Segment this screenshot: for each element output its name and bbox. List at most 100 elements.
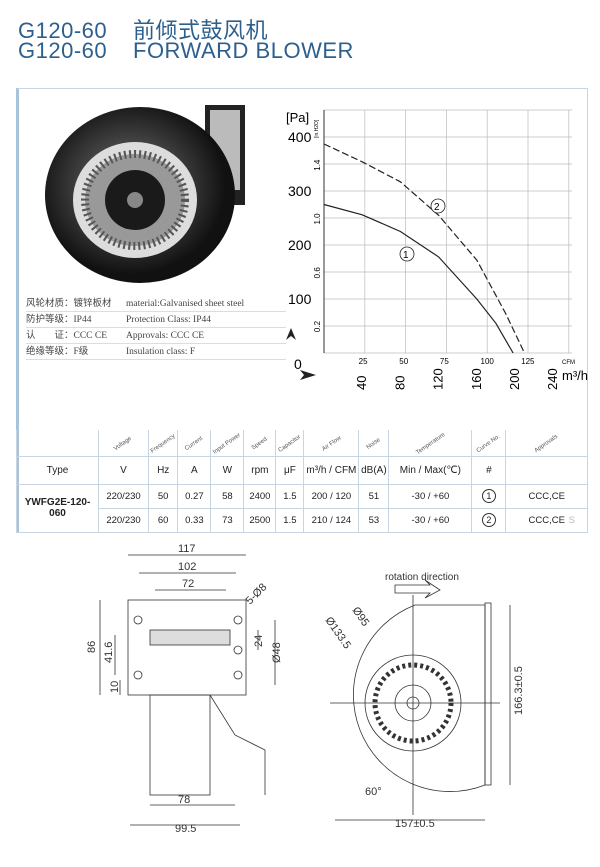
dim-86: 86 [86,641,98,653]
table-cell: 220/230 [98,483,149,509]
arrow-up-icon [286,328,296,340]
table-cell: 53 [358,507,390,533]
y2-tick-label: 0.6 [313,267,322,279]
col-header: Air Flow [320,435,342,453]
x-tick-label: 160 [469,368,484,390]
dim-157: 157±0.5 [395,818,435,830]
curve-label-circle [430,198,446,214]
blank-cell [16,430,99,456]
unit-cell: # [471,455,507,485]
unit-cell: Min / Max(℃) [388,455,473,485]
y2-tick-label: 1.4 [313,159,322,171]
col-header: Speed [251,436,269,452]
y2-tick-label: 0.2 [313,320,322,332]
arrow-right-icon [300,370,316,380]
spec-list: 风轮材质：镀锌板材 material:Galvanised sheet steel… [26,296,286,360]
curve-1 [323,203,514,354]
x-tick-label: 80 [392,376,407,390]
x-tick-label: 200 [507,368,522,390]
dim-72: 72 [182,578,194,590]
y-tick-label: 100 [288,291,312,307]
col-header: Frequency [149,433,177,455]
col-header: Curve No. [476,434,502,455]
col-header: Approvals [534,434,560,455]
dim-24: 24 [253,635,265,647]
blower-photo [45,105,245,283]
col-header: Current [184,436,205,453]
curve-label: 2 [434,202,440,213]
unit-cell: V [98,455,149,485]
spec-en: material:Galvanised sheet steel [126,299,245,309]
unit-cell [505,455,588,485]
unit-cell: rpm [243,455,277,485]
x-axis-label: m³/h [562,368,588,383]
dim-117: 117 [178,543,196,555]
table-cell: 0.27 [177,483,212,509]
unit-cell: dB(A) [358,455,390,485]
spec-en: Protection Class: IP44 [126,315,211,325]
dim-102: 102 [178,561,196,573]
spec-en: Approvals: CCC CE [126,331,205,341]
col-header: Capacitor [277,434,303,455]
curve-label: 1 [403,250,409,261]
x-tick-label: 120 [431,368,446,390]
unit-cell: μF [275,455,305,485]
table-cell: -30 / +60 [388,507,473,533]
dim-41-6: 41.6 [103,642,115,663]
y2-tick-label: 1.0 [313,213,322,225]
model-number: G120-60 [18,18,108,43]
rotation-label: rotation direction [385,572,459,583]
dim-60: 60° [365,786,382,798]
table-cell: 200 / 120 [303,483,360,509]
spec-row: 风轮材质：镀锌板材 material:Galvanised sheet steel [26,296,286,312]
col-header: Noise [365,437,382,452]
curve-2 [323,143,526,354]
curve-label-circle [399,246,415,262]
spec-en: Insulation class: F [126,347,196,357]
col-header: Voltage [113,436,134,453]
dim-78: 78 [178,794,190,806]
y-tick-label: 400 [288,129,312,145]
dim-166-3: 166.3±0.5 [513,666,525,715]
dim-95: Ø95 [350,605,372,629]
table-cell: 2 [471,507,507,533]
cfm-tick-label: 25 [359,357,368,366]
product-panel [16,88,588,533]
dim-133-5: Ø133.5 [323,615,354,651]
cfm-tick-label: 100 [481,357,495,366]
side-view-drawing [99,554,276,826]
curve-number: 2 [481,513,496,527]
y-axis-label: [Pa] [286,110,309,125]
table-cell: 2400 [243,483,277,509]
cfm-tick-label: 50 [399,357,408,366]
x-tick-label: 240 [545,368,560,390]
dimension-drawings: 117 102 72 5-Ø8 86 41.6 10 24 Ø48 78 99.… [86,543,525,835]
unit-cell: m³/h / CFM [303,455,360,485]
table-cell: 73 [210,507,245,533]
model-number: G120-60 [18,38,108,63]
table-cell: 1.5 [275,483,305,509]
table-cell: 60 [147,507,179,533]
col-header: Input Power [212,432,243,456]
curve-number: 1 [481,489,496,503]
model-cell: YWFG2E-120-060 [16,483,99,533]
spec-cn: 风轮材质：镀锌板材 [26,299,112,309]
type-header: Type [16,455,99,485]
table-cell: 0.33 [177,507,212,533]
x-tick-label: 40 [354,376,369,390]
table-cell: 50 [147,483,179,509]
y2-axis-label: [in.H2O] [314,119,320,138]
dim-10: 10 [109,681,121,693]
y-tick-label: 0 [294,356,302,372]
table-cell: 1.5 [275,507,305,533]
table-cell: 1 [471,483,507,509]
table-cell: 51 [358,483,390,509]
y-tick-label: 200 [288,237,312,253]
dim-holes: 5-Ø8 [244,581,270,607]
